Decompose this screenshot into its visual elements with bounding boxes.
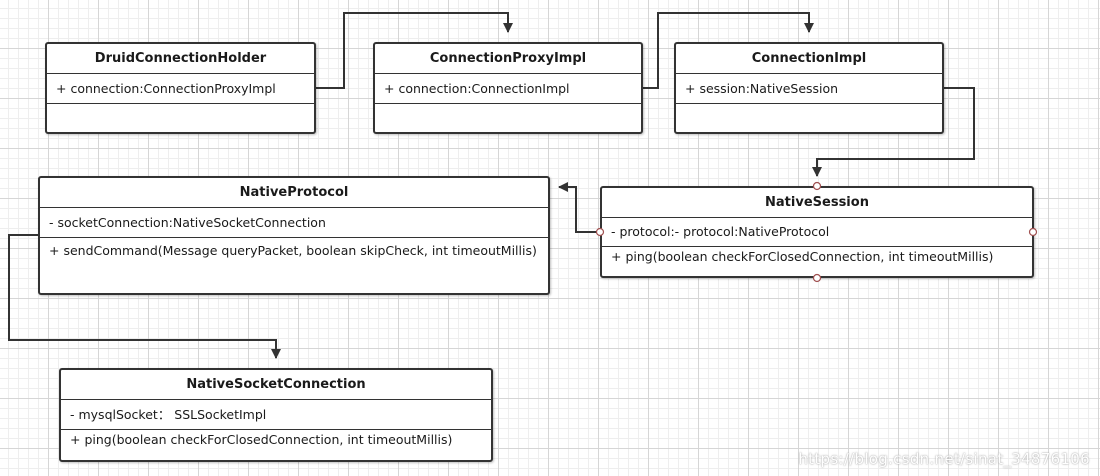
class-name: ConnectionImpl [676, 44, 942, 74]
operations-compartment [47, 104, 314, 132]
attributes-compartment: + connection:ConnectionProxyImpl [47, 74, 314, 104]
attribute-connection: + connection:ConnectionImpl [384, 81, 570, 96]
class-name: DruidConnectionHolder [47, 44, 314, 74]
attributes-compartment: - socketConnection:NativeSocketConnectio… [40, 208, 548, 238]
class-name: NativeProtocol [40, 178, 548, 208]
association-session-to-protocol[interactable] [558, 182, 600, 233]
operations-compartment: + sendCommand(Message queryPacket, boole… [40, 238, 548, 293]
attributes-compartment: + session:NativeSession [676, 74, 942, 104]
operation-ping: + ping(boolean checkForClosedConnection,… [70, 432, 453, 447]
operation-ping: + ping(boolean checkForClosedConnection,… [611, 249, 994, 264]
class-native-socket-connection[interactable]: NativeSocketConnection - mysqlSocket： SS… [59, 368, 493, 462]
class-name: ConnectionProxyImpl [375, 44, 641, 74]
class-connection-impl[interactable]: ConnectionImpl + session:NativeSession [674, 42, 944, 134]
class-native-protocol[interactable]: NativeProtocol - socketConnection:Native… [38, 176, 550, 295]
class-name: NativeSession [602, 188, 1032, 218]
association-holder-to-proxy[interactable] [316, 12, 513, 89]
attributes-compartment: + connection:ConnectionImpl [375, 74, 641, 104]
attribute-session: + session:NativeSession [685, 81, 839, 96]
operations-compartment [375, 104, 641, 132]
operations-compartment: + ping(boolean checkForClosedConnection,… [61, 430, 491, 460]
class-native-session[interactable]: NativeSession - protocol:- protocol:Nati… [600, 186, 1034, 278]
attribute-socket-connection: - socketConnection:NativeSocketConnectio… [49, 215, 326, 230]
attributes-compartment: - mysqlSocket： SSLSocketImpl [61, 400, 491, 430]
association-impl-to-session[interactable] [812, 87, 975, 177]
association-proxy-to-impl[interactable] [643, 12, 814, 89]
attribute-mysql-socket: - mysqlSocket： SSLSocketImpl [70, 407, 267, 422]
attributes-compartment: - protocol:- protocol:NativeProtocol [602, 218, 1032, 247]
attribute-protocol: - protocol:- protocol:NativeProtocol [611, 224, 830, 239]
attribute-connection: + connection:ConnectionProxyImpl [56, 81, 276, 96]
operations-compartment: + ping(boolean checkForClosedConnection,… [602, 247, 1032, 276]
class-name: NativeSocketConnection [61, 370, 491, 400]
class-connection-proxy-impl[interactable]: ConnectionProxyImpl + connection:Connect… [373, 42, 643, 134]
operations-compartment [676, 104, 942, 132]
operation-send-command: + sendCommand(Message queryPacket, boole… [49, 243, 537, 258]
association-protocol-to-socket[interactable] [8, 234, 281, 359]
watermark: https://blog.csdn.net/sinat_34876106 [798, 450, 1090, 468]
class-druid-connection-holder[interactable]: DruidConnectionHolder + connection:Conne… [45, 42, 316, 134]
